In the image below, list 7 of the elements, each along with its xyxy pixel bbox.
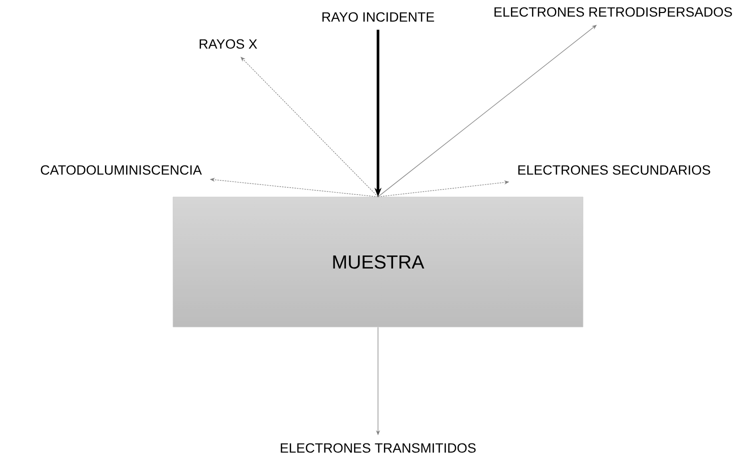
signal-label: CATODOLUMINISCENCIA [40, 165, 202, 175]
sample-box: MUESTRA [172, 196, 584, 328]
signal-label: ELECTRONES SECUNDARIOS [518, 165, 710, 175]
signal-label: ELECTRONES TRANSMITIDOS [280, 443, 476, 453]
signal-label: ELECTRONES RETRODISPERSADOS [494, 7, 732, 17]
signal-label: RAYO INCIDENTE [322, 12, 434, 22]
signal-label: RAYOS X [200, 39, 258, 49]
